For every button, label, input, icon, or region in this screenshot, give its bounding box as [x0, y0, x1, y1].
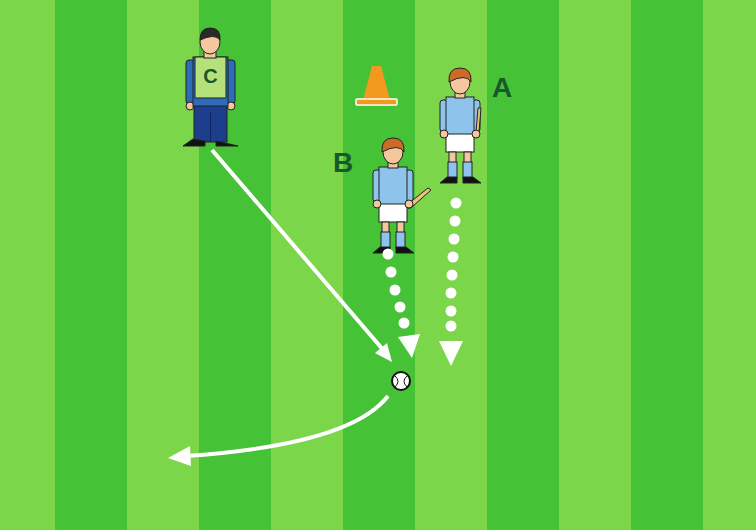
player-letter: B	[333, 149, 353, 177]
run-dots	[383, 198, 464, 367]
player-figure	[440, 68, 481, 183]
player-letter: A	[492, 74, 512, 102]
player-figure	[373, 138, 431, 253]
pitch-stripes	[55, 0, 703, 530]
bib-letter: C	[203, 66, 217, 86]
cone	[356, 66, 397, 105]
coach-figure	[183, 28, 238, 146]
movement-arrows	[168, 150, 463, 466]
sliotar-ball	[392, 372, 410, 390]
